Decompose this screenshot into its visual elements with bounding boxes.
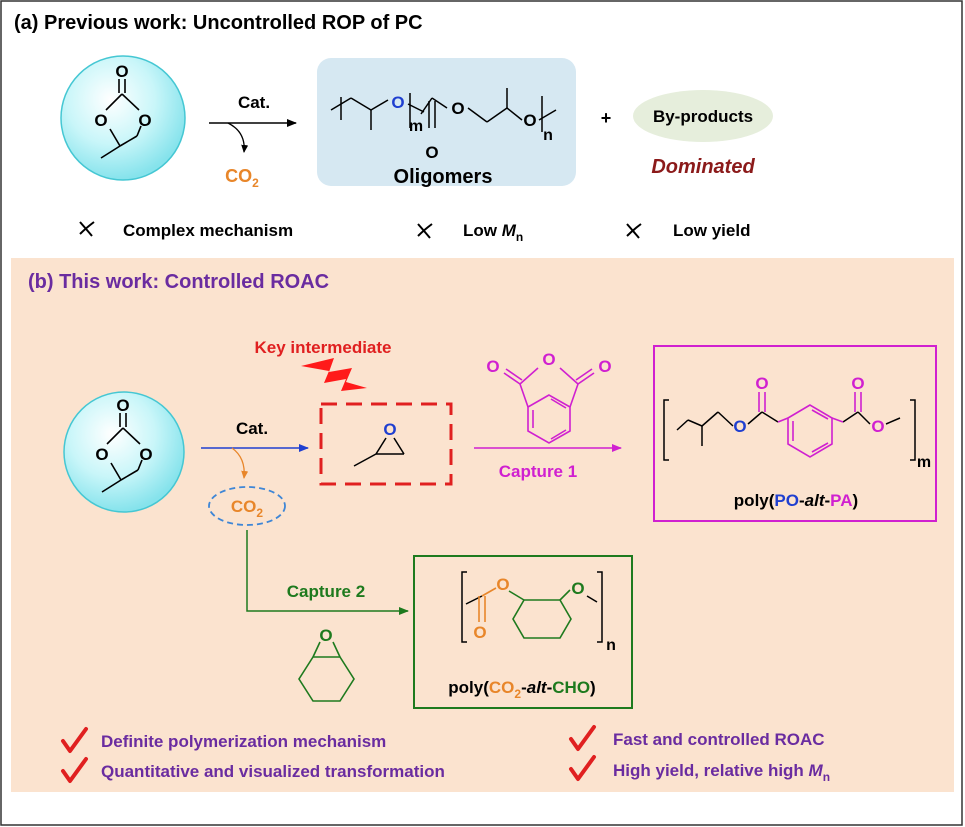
subscript-m-a: m (409, 118, 423, 135)
atom-o-ether-blue: O (391, 93, 404, 112)
atom-o-carbonyl: O (115, 62, 128, 81)
svg-text:CO2: CO2 (231, 497, 264, 520)
co2-label-a: CO2 (225, 166, 259, 190)
panel-a: (a) Previous work: Uncontrolled ROP of P… (14, 12, 773, 244)
subscript-n-b: n (606, 637, 616, 654)
atom-o-anhydride-right: O (598, 357, 611, 376)
atom-o-ring-right-b: O (139, 445, 152, 464)
cross-icon (626, 223, 642, 239)
propylene-carbonate-a: O O O (60, 55, 186, 181)
poly-co2-cho-box: O O O n poly(CO2-alt-CHO) (413, 555, 633, 709)
reaction-arrow-a: Cat. CO2 (209, 93, 297, 190)
advantage-high-yield: High yield, relative high Mn (613, 761, 830, 784)
dominated-label: Dominated (651, 156, 755, 178)
check-icon (569, 725, 596, 751)
atom-o-ether: O (523, 111, 536, 130)
key-intermediate-label: Key intermediate (255, 338, 392, 357)
drawback-complex-mechanism: Complex mechanism (123, 221, 293, 240)
advantage-quantitative: Quantitative and visualized transformati… (101, 762, 445, 781)
atom-o-ester: O (451, 99, 464, 118)
atom-o-ester-pa: O (871, 417, 884, 436)
panel-b: (b) This work: Controlled ROAC O O O Cat… (11, 258, 954, 792)
phthalic-anhydride (503, 367, 595, 444)
panel-b-background (11, 258, 954, 792)
advantages-list: Definite polymerization mechanism Fast a… (61, 725, 830, 784)
atom-o-anhydride: O (542, 350, 555, 369)
atom-o-ester-po: O (733, 417, 746, 436)
co2-release-arrow (231, 447, 249, 479)
catalyst-label-b: Cat. (236, 419, 268, 438)
catalyst-label-a: Cat. (238, 93, 270, 112)
poly-po-pa-box: O O O O m poly(PO-alt-PA) (653, 345, 937, 522)
capture-2-label: Capture 2 (287, 582, 365, 601)
capture-1-label: Capture 1 (499, 462, 577, 481)
atom-o-ring-right: O (138, 111, 151, 130)
atom-o-ester-co2: O (496, 575, 509, 594)
drawbacks-list: Complex mechanism Low Mn Low yield (79, 221, 750, 244)
poly-po-alt-pa-label: poly(PO-alt-PA) (734, 491, 858, 510)
key-intermediate-box (319, 402, 453, 486)
subscript-n-a: n (543, 127, 553, 144)
atom-o-carbonyl-oligo: O (425, 143, 438, 162)
drawback-low-mn: Low Mn (463, 221, 523, 244)
atom-o-carbonyl-b: O (116, 396, 129, 415)
atom-o-carbonyl-co2: O (473, 623, 486, 642)
advantage-definite-mechanism: Definite polymerization mechanism (101, 732, 386, 751)
propylene-carbonate-b: O O O (63, 391, 185, 513)
panel-b-title: (b) This work: Controlled ROAC (28, 271, 329, 293)
oligomers-label: Oligomers (394, 166, 493, 188)
cross-icon (417, 223, 433, 239)
co2-bubble: CO2 (208, 486, 286, 526)
atom-o-cho: O (319, 626, 332, 645)
panel-a-title: (a) Previous work: Uncontrolled ROP of P… (14, 12, 423, 34)
atom-o-ether-cho: O (571, 579, 584, 598)
check-icon (61, 727, 88, 753)
oligomers-box: O O O O m n Oligomers (317, 58, 576, 188)
atom-o-anhydride-left: O (486, 357, 499, 376)
advantage-fast-controlled: Fast and controlled ROAC (613, 730, 825, 749)
atom-o-carbonyl-pa-2: O (851, 374, 864, 393)
propylene-oxide (353, 437, 405, 467)
byproducts-label: By-products (653, 107, 753, 126)
atom-o-ring-left: O (94, 111, 107, 130)
subscript-m-b: m (917, 454, 931, 471)
byproducts-group: By-products Dominated (633, 90, 773, 178)
plus-sign: + (601, 108, 612, 128)
check-icon (569, 755, 596, 781)
capture-2-arrow (246, 530, 409, 615)
check-icon (61, 757, 88, 783)
cross-icon (79, 221, 95, 237)
atom-o-carbonyl-pa-1: O (755, 374, 768, 393)
atom-o-epoxide: O (383, 420, 396, 439)
cyclohexene-oxide (298, 641, 355, 702)
lightning-icon (301, 358, 367, 391)
atom-o-ring-left-b: O (95, 445, 108, 464)
poly-co2-alt-cho-label: poly(CO2-alt-CHO) (448, 678, 595, 701)
drawback-low-yield: Low yield (673, 221, 750, 240)
